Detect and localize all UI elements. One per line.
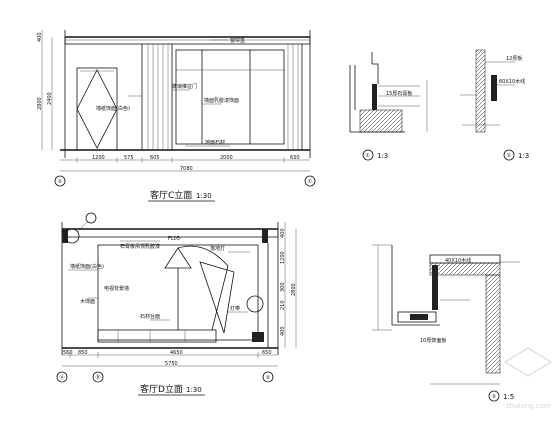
watermark-text: zhulong.com [506,402,551,410]
label-d-5: 木饰面 [80,298,95,305]
grid-c-1: ① [308,179,313,185]
dim-c-left-1: 2400 [47,92,53,105]
detail-2-ref: ② [507,153,512,159]
dim-d-1: 850 [78,350,88,356]
dim-c-left-0: 400 [37,32,43,42]
grid-d-2: ③ [266,375,270,381]
title-c: 客厅C立面 [150,189,192,201]
dim-c-4: 630 [290,155,300,161]
detail-3-label-a: 40X10木线 [445,257,471,264]
dim-d-right-2: 300 [280,282,286,292]
label-c-0: 墙纸饰面(白色) [96,105,130,112]
label-c-4: 地面石材 [205,139,225,146]
detail-3: 40X10木线 10厚饰面板 ③ 1:5 [372,244,520,402]
dim-c-total: 7080 [180,166,193,172]
label-d-0: 墙纸饰面(白色) [70,263,104,270]
label-d-2: 落地灯 [210,245,225,252]
detail-2: 12厚板 60X10木线 ② 1:3 [460,49,529,161]
dim-d-0: 560 [63,350,73,356]
dim-c-1: 575 [124,155,134,161]
grid-c-0: ③ [58,179,62,185]
dim-d-3: 650 [262,350,272,356]
elevation-c: 墙纸饰面(白色) 玻璃推拉门 墙面乳胶漆饰面 窗帘盒 地面石材 400 2400… [37,30,316,202]
dim-d-right-4: 400 [280,326,286,336]
detail-1: 15厚石膏板 ① 1:3 [349,52,428,161]
dim-c-2: 605 [150,155,160,161]
dim-c-3: 2000 [220,155,233,161]
dim-d-right-5: 2800 [291,283,297,296]
dim-d-2: 4650 [170,350,183,356]
grid-d-1: Ⓑ [96,374,101,381]
label-c-3: 窗帘盒 [230,37,245,44]
detail-1-label: 15厚石膏板 [386,90,412,97]
elevation-d: FL05 墙纸饰面(白色) 石膏板吊顶乳胶漆 落地灯 电视背景墙 石材台面 木饰… [56,212,297,396]
label-c-1: 玻璃推拉门 [172,83,197,90]
detail-2-label-b: 60X10木线 [499,78,525,85]
scale-d: 1:30 [186,386,202,394]
detail-2-label-a: 12厚板 [506,55,522,62]
detail-3-ref: ③ [492,394,496,400]
watermark: zhulong.com [504,347,552,410]
label-d-1: 石膏板吊顶乳胶漆 [120,243,160,250]
dim-c-0: 1200 [92,155,105,161]
dim-c-left-2: 2800 [37,97,43,110]
scale-c: 1:30 [196,192,212,200]
label-d-3: 电视背景墙 [104,285,129,292]
detail-3-label-b: 10厚饰面板 [420,337,446,344]
detail-2-scale: 1:3 [518,152,529,160]
label-d-6: 灯带 [230,305,240,312]
dim-d-right-1: 1200 [280,251,286,264]
grid-d-0: Ⓐ [60,374,65,381]
title-d: 客厅D立面 [140,383,183,395]
detail-1-scale: 1:3 [377,152,388,160]
detail-3-scale: 1:5 [503,393,514,401]
label-d-4: 石材台面 [140,313,160,320]
label-c-2: 墙面乳胶漆饰面 [204,97,239,104]
detail-1-ref: ① [366,153,371,159]
dim-d-right-0: 400 [280,228,286,238]
dim-d-total: 5750 [165,361,178,367]
dim-d-right-3: 210 [280,300,286,310]
callout-fl05: FL05 [168,236,180,242]
